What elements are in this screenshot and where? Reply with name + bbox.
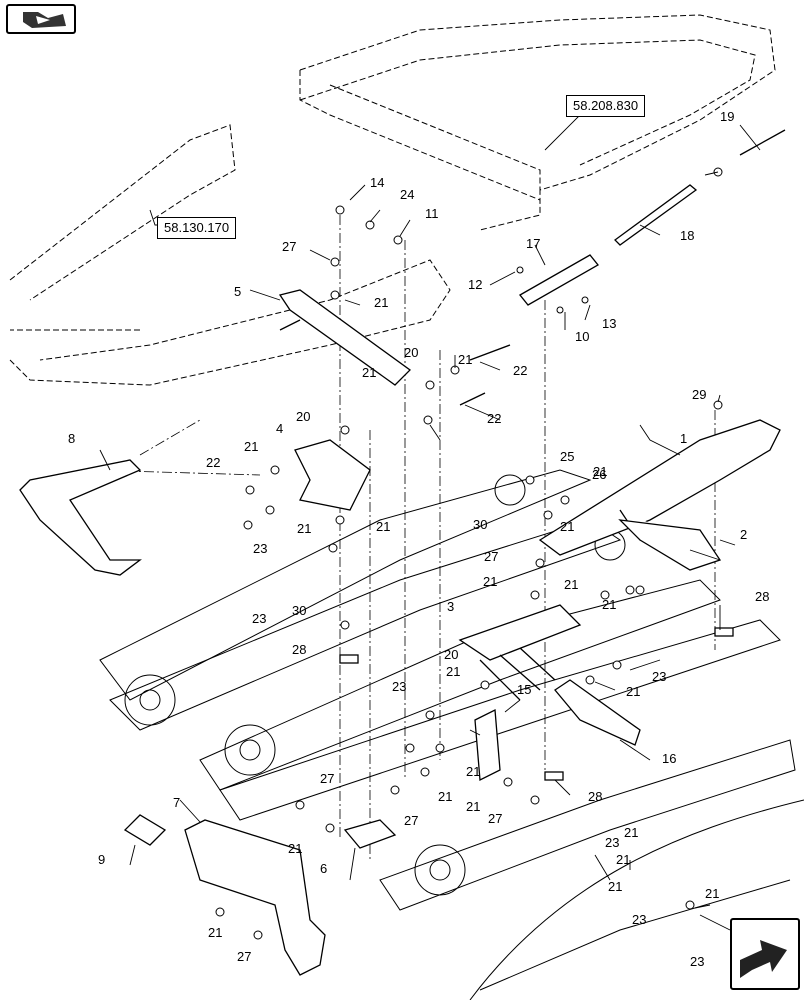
callout-2: 2 [740,527,748,542]
center-lines [89,215,716,860]
reference-58-130-170[interactable]: 58.130.170 [157,217,237,239]
callout-22: 22 [206,455,221,470]
callout-9: 9 [98,852,106,867]
callout-21: 21 [564,577,579,592]
leader-lines [99,104,761,931]
callout-21: 21 [466,799,481,814]
callout-28: 28 [292,642,307,657]
callout-21: 21 [438,789,453,804]
back-button[interactable] [6,4,76,34]
callout-11: 11 [425,206,439,221]
callout-21: 21 [297,521,312,536]
components [19,129,786,976]
callout-19: 19 [720,109,735,124]
callout-20: 20 [444,647,459,662]
callout-28: 28 [755,589,770,604]
callout-27: 27 [484,549,499,564]
callout-21: 21 [626,684,641,699]
callout-21: 21 [624,825,639,840]
callout-21: 21 [376,519,391,534]
callout-24: 24 [400,187,415,202]
callout-4: 4 [276,421,284,436]
callout-1: 1 [680,431,688,446]
callout-7: 7 [173,795,181,810]
callout-21: 21 [705,886,720,901]
callout-21: 21 [458,352,473,367]
callout-23: 23 [252,611,267,626]
phantom-frame [9,14,776,386]
back-arrow-icon [23,12,66,28]
callout-21: 21 [483,574,498,589]
callout-12: 12 [468,277,483,292]
callout-21: 21 [208,925,223,940]
fasteners [215,167,723,940]
callout-3: 3 [447,599,455,614]
callout-21: 21 [362,365,377,380]
callout-23: 23 [392,679,407,694]
callout-26: 26 [592,467,607,482]
callout-28: 28 [588,789,603,804]
forward-arrow-icon [740,940,787,978]
callout-22: 22 [487,411,502,426]
callout-20: 20 [404,345,419,360]
callout-16: 16 [662,751,677,766]
forward-button[interactable] [730,918,800,990]
callout-30: 30 [292,603,307,618]
callout-6: 6 [320,861,328,876]
callout-23: 23 [605,835,620,850]
callout-27: 27 [404,813,419,828]
callout-23: 23 [652,669,667,684]
callout-21: 21 [374,295,389,310]
callout-21: 21 [244,439,259,454]
callout-21: 21 [466,764,481,779]
callout-27: 27 [237,949,252,964]
callout-21: 21 [616,852,631,867]
callout-20: 20 [296,409,311,424]
reference-58-208-830[interactable]: 58.208.830 [566,95,646,117]
callout-21: 21 [608,879,623,894]
callout-10: 10 [575,329,590,344]
callout-13: 13 [602,316,617,331]
callout-17: 17 [526,236,541,251]
callout-14: 14 [370,175,385,190]
callout-21: 21 [593,464,608,479]
callout-21: 21 [602,597,617,612]
callout-21: 21 [446,664,461,679]
callout-25: 25 [560,449,575,464]
callout-21: 21 [560,519,575,534]
callout-29: 29 [692,387,707,402]
callout-23: 23 [253,541,268,556]
callout-27: 27 [282,239,297,254]
callout-5: 5 [234,284,242,299]
callout-8: 8 [68,431,76,446]
callout-23: 23 [632,912,647,927]
callout-23: 23 [690,954,705,969]
callout-21: 21 [288,841,303,856]
callout-22: 22 [513,363,528,378]
chain-assemblies [99,469,804,1000]
callout-27: 27 [320,771,335,786]
callout-30: 30 [473,517,488,532]
callout-15: 15 [517,682,532,697]
callout-18: 18 [680,228,695,243]
callout-27: 27 [488,811,503,826]
